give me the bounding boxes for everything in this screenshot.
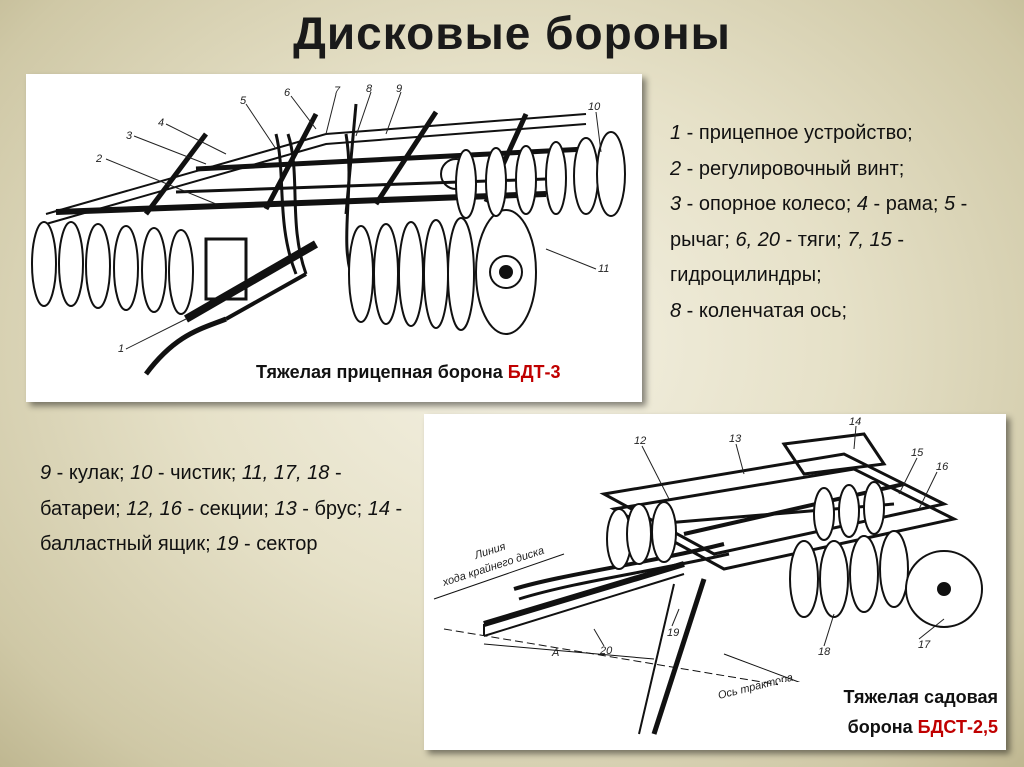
part-number-19: 19 [667, 627, 679, 639]
figure1-caption-model: БДТ-3 [507, 362, 561, 382]
legend2-text-14: - балластный ящик; [40, 497, 403, 556]
part-number-14: 14 [849, 416, 861, 428]
legend1-num-3: 3 [670, 193, 682, 215]
legend1-num-1: 1 [670, 122, 682, 144]
legend1-num-7: 7, 15 [847, 228, 892, 251]
figure2-caption-model: БДСТ-2,5 [917, 717, 998, 737]
slide-title: Дисковые бороны [293, 7, 731, 59]
legend1-num-2: 2 [670, 157, 682, 180]
legend2-text-11: - батареи; [40, 462, 342, 520]
legend1-num-6: 6, 20 [735, 228, 780, 251]
legend1-text-2: - регулировочный винт; [681, 157, 905, 180]
annotation-a: А [551, 647, 559, 659]
part-number-3: 3 [126, 130, 133, 142]
part-number-4: 4 [158, 117, 164, 129]
part-number-20: 20 [599, 645, 613, 657]
figure1-caption-text: Тяжелая прицепная борона [256, 362, 508, 382]
legend1-text-7: - гидроцилиндры; [670, 228, 904, 287]
legend1-text-3: - опорное колесо; [681, 193, 857, 215]
part-number-8: 8 [366, 83, 373, 95]
legend2-num-10: 10 [130, 462, 153, 484]
legend1-num-4: 4 [856, 193, 868, 215]
legend2-text-9: - кулак; [51, 462, 131, 484]
figure1-caption: Тяжелая прицепная борона БДТ-3 [256, 362, 561, 383]
part-number-13: 13 [729, 433, 742, 445]
legend2-num-14: 14 [367, 497, 390, 520]
legend2-num-19: 19 [216, 533, 239, 555]
legend-parts-2: 9 - кулак; 10 - чистик; 11, 17, 18 - бат… [40, 456, 410, 563]
part-number-2: 2 [95, 153, 102, 165]
legend1-text-4: - рама; [867, 193, 944, 215]
legend2-num-12: 12, 16 [126, 497, 182, 520]
legend1-num-5: 5 [944, 193, 956, 215]
legend2-text-12: - секции; [181, 497, 275, 520]
figure2-caption: Тяжелая садовая борона БДСТ-2,5 [778, 682, 998, 742]
part-number-12: 12 [634, 435, 646, 447]
part-number-1: 1 [118, 343, 124, 355]
legend1-text-5: - рычаг; [670, 193, 968, 251]
part-number-10: 10 [588, 101, 601, 113]
legend2-text-13: - брус; [296, 497, 368, 520]
figure-heavy-garden-harrow: 12 13 14 15 16 17 18 19 20 Линия хода кр… [424, 414, 1006, 750]
legend1-text-6: - тяги; [779, 228, 848, 251]
figure-heavy-trailed-harrow: 1 2 3 4 5 6 7 8 9 10 11 Тяжелая прицепна… [26, 74, 642, 402]
figure2-caption-line2: борона [847, 717, 918, 737]
part-number-15: 15 [911, 447, 924, 459]
part-number-18: 18 [818, 646, 831, 658]
legend2-num-11: 11, 17, 18 [241, 462, 330, 484]
part-number-7: 7 [334, 85, 341, 97]
part-number-6: 6 [284, 87, 291, 99]
part-number-17: 17 [918, 639, 931, 651]
harrow-bdst25-drawing: 12 13 14 15 16 17 18 19 20 Линия хода кр… [433, 416, 983, 735]
part-number-11: 11 [598, 263, 609, 275]
part-number-16: 16 [936, 461, 949, 473]
legend2-text-10: - чистик; [152, 462, 242, 484]
part-number-5: 5 [240, 95, 247, 107]
part-number-9: 9 [396, 83, 402, 95]
legend1-text-1: - прицепное устройство; [681, 122, 913, 144]
legend1-text-8: - коленчатая ось; [681, 299, 848, 322]
legend2-text-19: - сектор [238, 533, 318, 555]
legend2-num-9: 9 [40, 462, 52, 484]
harrow-bdt3-drawing: 1 2 3 4 5 6 7 8 9 10 11 [31, 83, 626, 376]
legend1-num-8: 8 [670, 299, 682, 322]
figure2-caption-line1: Тяжелая садовая [843, 687, 998, 707]
legend-parts-1: 1 - прицепное устройство; 2 - регулирово… [670, 116, 1000, 329]
legend2-num-13: 13 [274, 497, 297, 520]
